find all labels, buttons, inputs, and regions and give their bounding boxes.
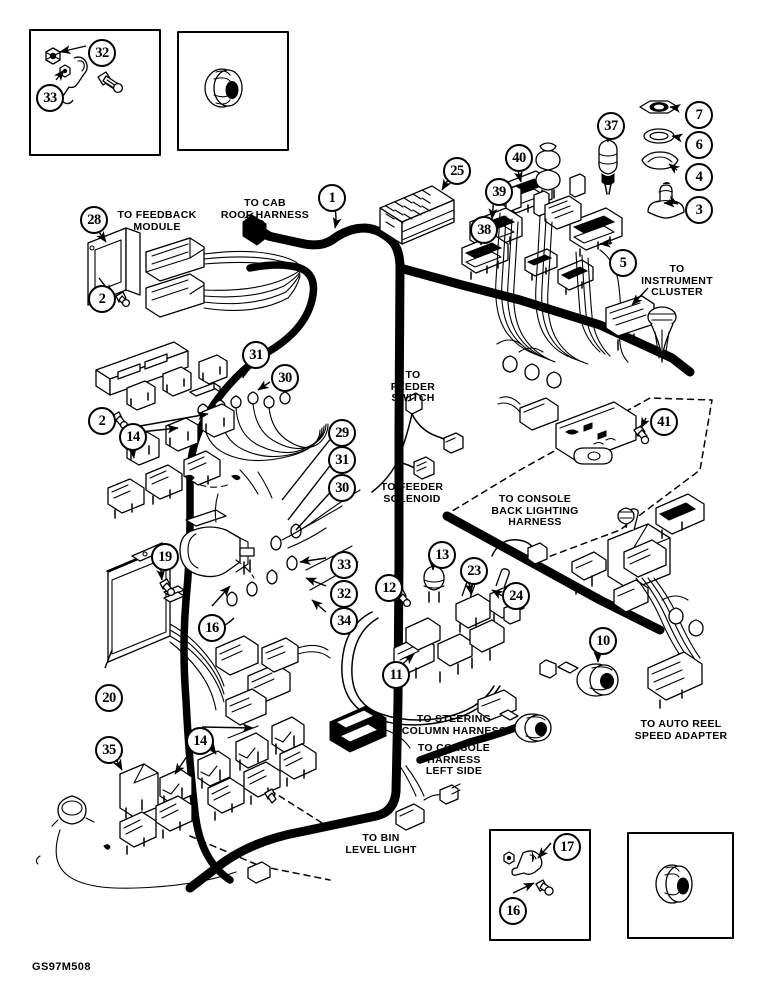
steering-column-group	[329, 559, 619, 831]
callout-30-upper[interactable]: 30	[271, 364, 299, 392]
label-to-feeder-solenoid: TO FEEDER SOLENOID	[380, 481, 444, 505]
callout-17-inset[interactable]: 17	[553, 833, 581, 861]
label-to-instrument-cluster: TO INSTRUMENT CLUSTER	[641, 263, 713, 298]
inset-top-right-part	[204, 68, 243, 108]
callout-24[interactable]: 24	[502, 582, 530, 610]
canister	[535, 142, 561, 199]
callout-10[interactable]: 10	[589, 627, 617, 655]
left-relay-panel-upper	[95, 341, 329, 462]
inset-bottom-left-parts	[503, 842, 554, 896]
callout-32[interactable]: 32	[330, 580, 358, 608]
callout-13[interactable]: 13	[428, 541, 456, 569]
callout-31-upper[interactable]: 31	[242, 341, 270, 369]
feeder-branch	[371, 392, 464, 493]
callout-11[interactable]: 11	[382, 661, 410, 689]
callout-35[interactable]: 35	[95, 736, 123, 764]
terminal-pins-row	[197, 391, 291, 417]
callout-30-lower[interactable]: 30	[328, 474, 356, 502]
callout-23[interactable]: 23	[460, 557, 488, 585]
label-to-console-back-lighting-harness: TO CONSOLE BACK LIGHTING HARNESS	[491, 493, 579, 528]
callout-12[interactable]: 12	[375, 574, 403, 602]
console-backlight-region	[189, 397, 713, 881]
round-connector	[647, 306, 677, 363]
callout-1[interactable]: 1	[318, 184, 346, 212]
callout-33-inset[interactable]: 33	[36, 84, 64, 112]
callout-38[interactable]: 38	[470, 216, 498, 244]
callout-20[interactable]: 20	[95, 684, 123, 712]
inset-frames	[29, 29, 734, 941]
callout-19[interactable]: 19	[151, 543, 179, 571]
callout-2-lower[interactable]: 2	[88, 407, 116, 435]
label-to-auto-reel-speed-adapter: TO AUTO REEL SPEED ADAPTER	[634, 718, 728, 742]
callout-7[interactable]: 7	[685, 101, 713, 129]
callout-37[interactable]: 37	[597, 112, 625, 140]
callout-16-inset[interactable]: 16	[499, 897, 527, 925]
cab-roof-connector	[242, 212, 275, 246]
auto-reel-group	[571, 493, 705, 709]
figure-code: GS97M508	[32, 961, 91, 973]
callout-28[interactable]: 28	[80, 206, 108, 234]
module-41	[497, 396, 650, 465]
callout-34[interactable]: 34	[330, 607, 358, 635]
misc-connectors	[225, 688, 267, 739]
switch-wire-bundle	[495, 212, 629, 365]
inset-top-left-parts	[45, 45, 124, 105]
label-to-feedback-module: TO FEEDBACK MODULE	[117, 209, 197, 233]
label-to-feeder-switch: TO FEEDER SWITCH	[390, 369, 436, 404]
callout-5[interactable]: 5	[609, 249, 637, 277]
solenoid-assembly	[179, 431, 361, 613]
callout-40[interactable]: 40	[505, 144, 533, 172]
label-to-bin-level-light: TO BIN LEVEL LIGHT	[345, 832, 417, 856]
callout-32-inset[interactable]: 32	[88, 39, 116, 67]
callout-31-lower[interactable]: 31	[328, 446, 356, 474]
callout-14-upper[interactable]: 14	[119, 423, 147, 451]
part-37	[598, 139, 618, 195]
part-3	[647, 182, 685, 219]
inset-bottom-right-part	[655, 864, 693, 904]
callout-39[interactable]: 39	[485, 178, 513, 206]
callout-41[interactable]: 41	[650, 408, 678, 436]
feedback-module-group	[87, 199, 342, 318]
callout-3[interactable]: 3	[685, 196, 713, 224]
top-right-switch-cluster	[379, 100, 685, 389]
callout-14-lower[interactable]: 14	[186, 727, 214, 755]
bottom-left-relay-panel	[35, 716, 317, 889]
left-relay-bank-middle	[107, 403, 241, 519]
callout-25[interactable]: 25	[443, 157, 471, 185]
callout-33[interactable]: 33	[330, 551, 358, 579]
callout-4[interactable]: 4	[685, 163, 713, 191]
callout-2-upper[interactable]: 2	[88, 285, 116, 313]
callout-16-main[interactable]: 16	[198, 614, 226, 642]
label-to-console-harness-left-side: TO CONSOLE HARNESS LEFT SIDE	[417, 742, 491, 777]
callout-29[interactable]: 29	[328, 419, 356, 447]
label-to-cab-roof-harness: TO CAB ROOF HARNESS	[220, 197, 310, 221]
rocker-switch-38	[461, 234, 509, 280]
callout-6[interactable]: 6	[685, 131, 713, 159]
label-to-steering-column-harness: TO STEERING COLUMN HARNESS	[401, 713, 507, 737]
